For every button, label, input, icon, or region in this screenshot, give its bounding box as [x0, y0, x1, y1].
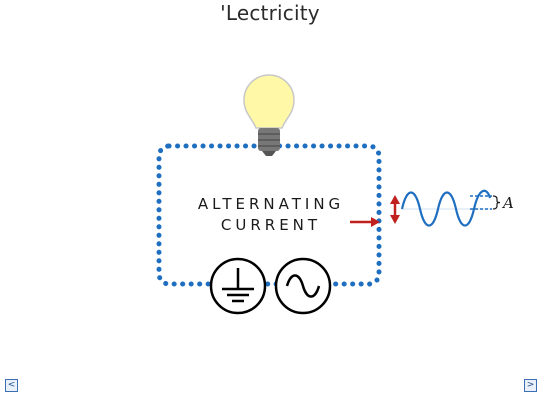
amplitude-label: A	[501, 194, 514, 212]
previous-slide-button[interactable]: <	[5, 379, 18, 392]
amplitude-bracket	[470, 195, 501, 210]
sine-wave-icon	[400, 189, 492, 227]
amplitude-double-arrow-icon	[390, 195, 400, 224]
label-line-1: ALTERNATING	[198, 195, 344, 213]
ac-source-symbol-icon	[274, 257, 332, 315]
light-bulb-icon	[243, 74, 295, 156]
ground-symbol-icon	[209, 257, 267, 315]
circuit-wire	[156, 143, 382, 287]
next-slide-button[interactable]: >	[524, 379, 537, 392]
current-arrow-icon	[350, 217, 380, 227]
label-line-2: CURRENT	[221, 216, 321, 234]
slide-title: 'Lectricity	[220, 1, 320, 25]
